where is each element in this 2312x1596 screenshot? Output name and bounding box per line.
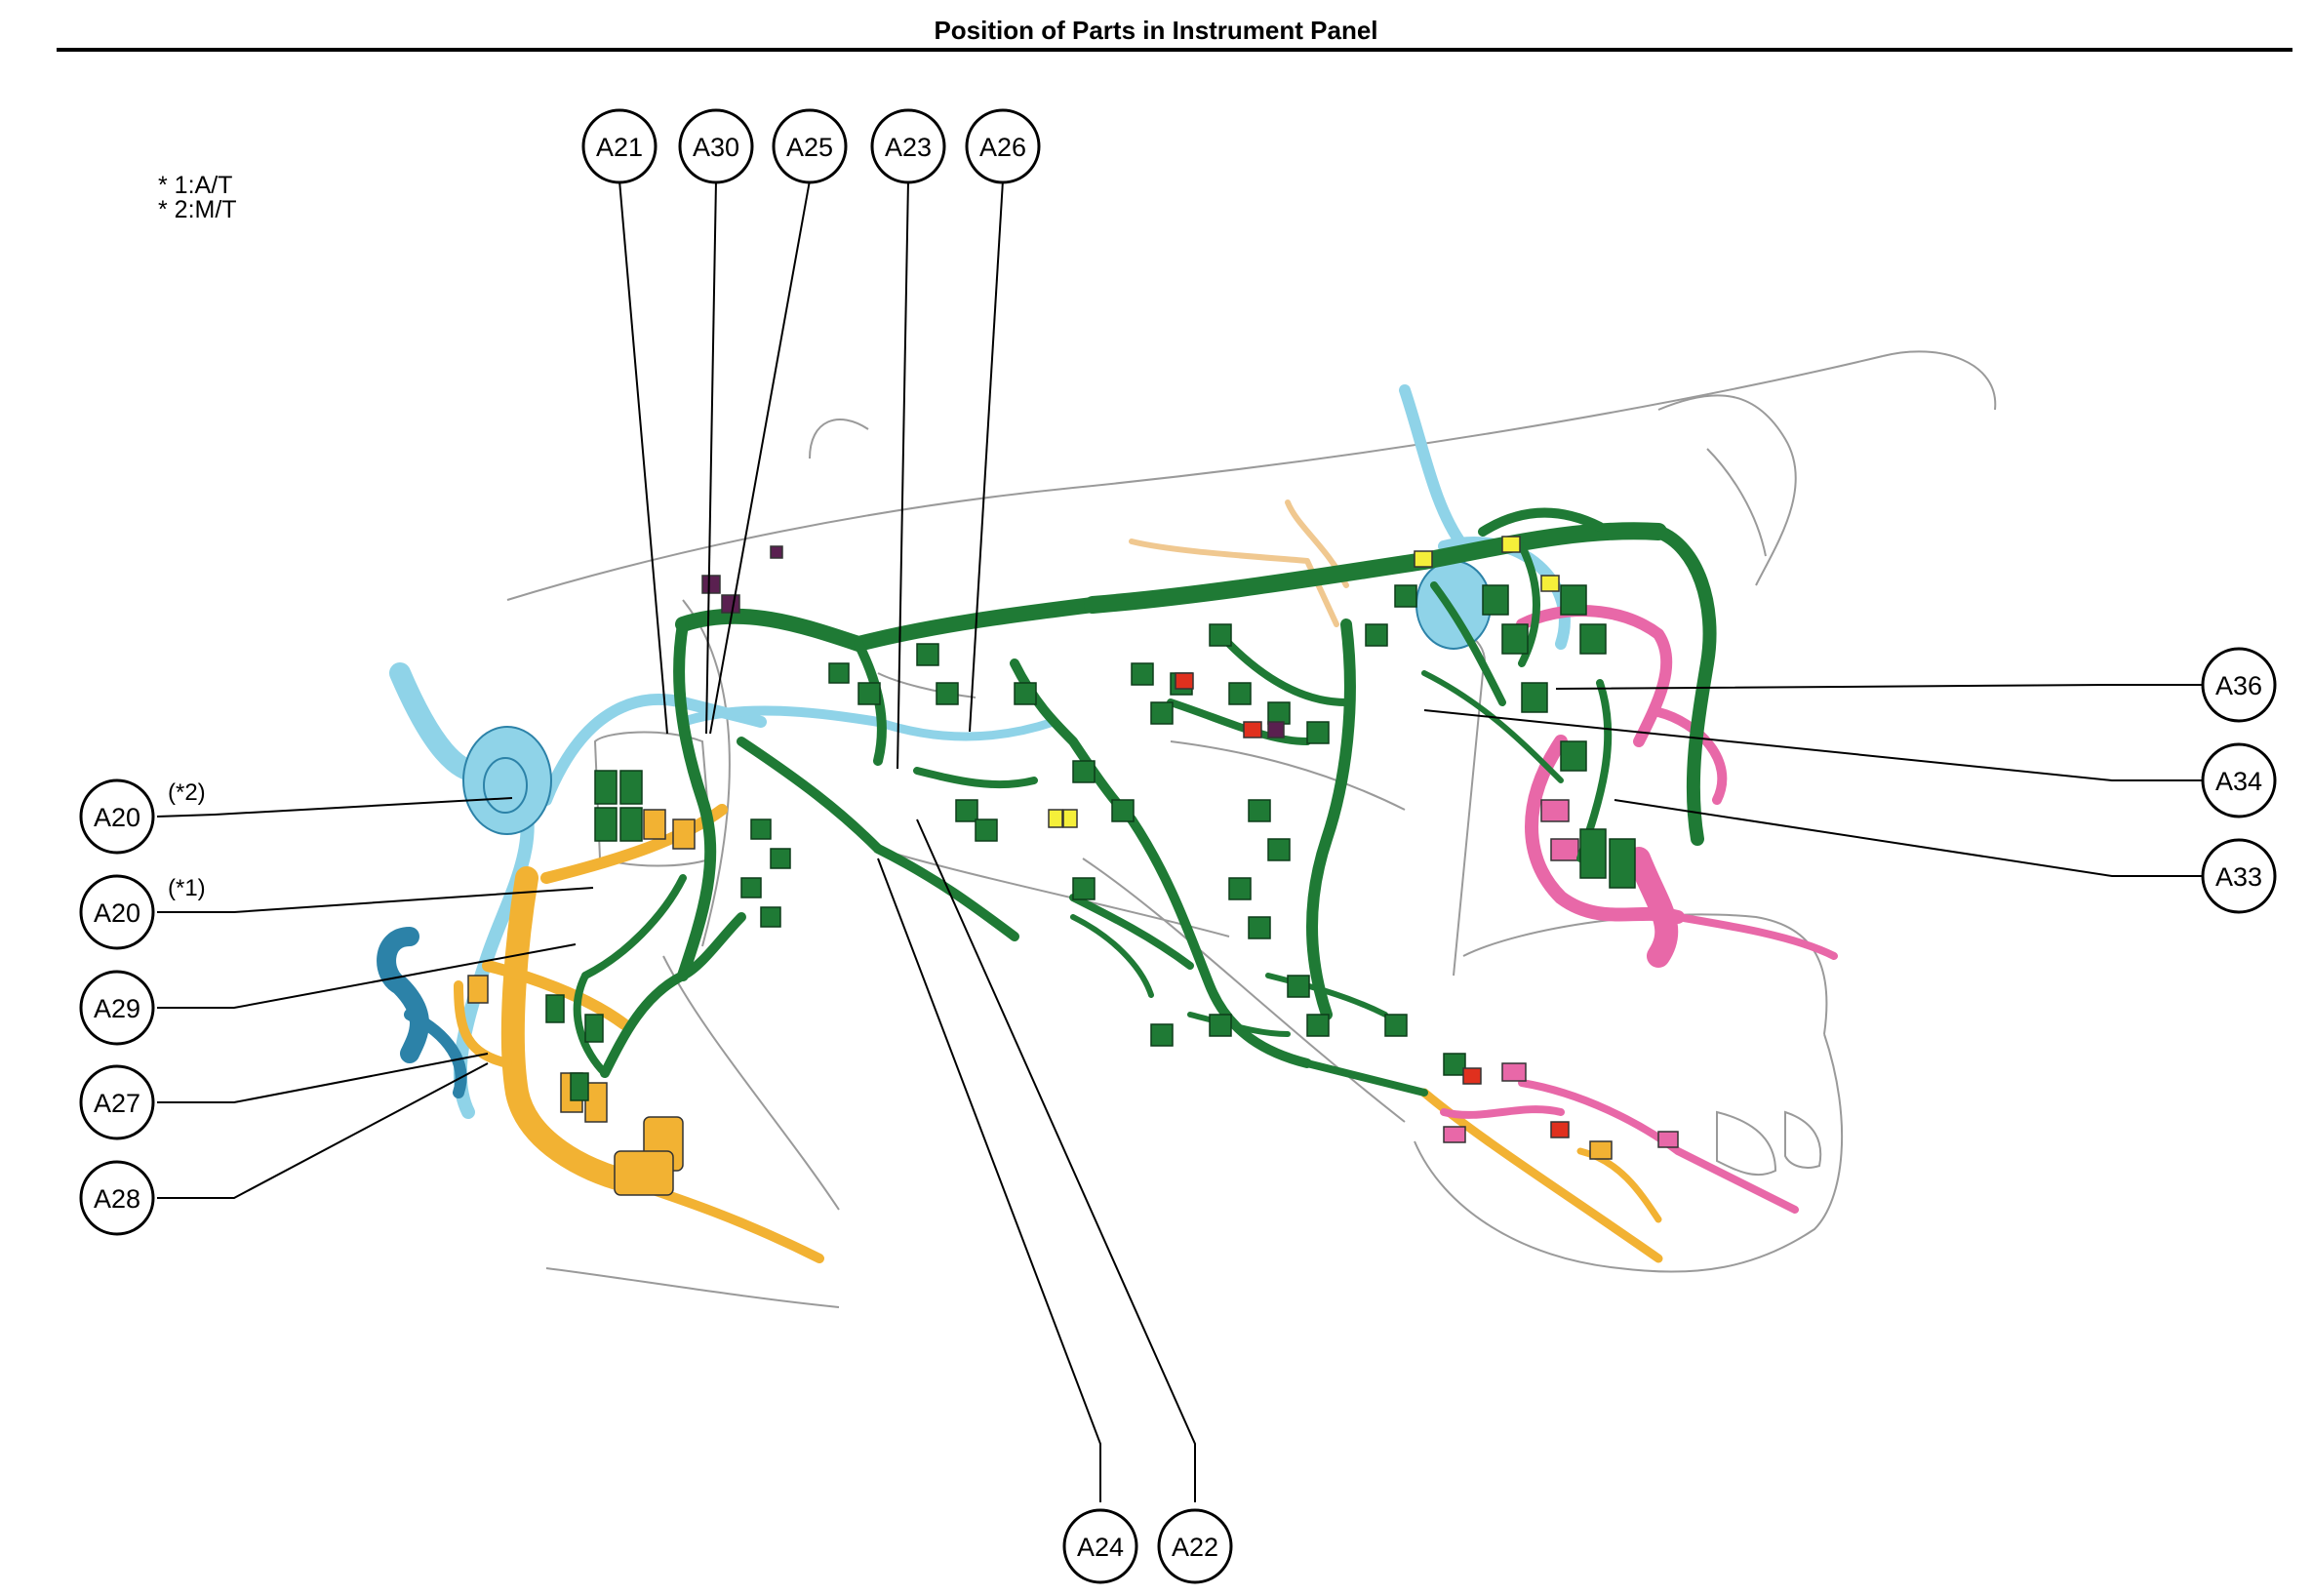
callout-a33: A33 [2201, 838, 2277, 914]
callout-a20-at: A20 (*1) [79, 874, 206, 950]
callout-a23: A23 [870, 108, 946, 184]
svg-text:A20: A20 [94, 898, 140, 928]
svg-text:A23: A23 [885, 133, 932, 162]
svg-text:A26: A26 [979, 133, 1026, 162]
callout-a34: A34 [2201, 742, 2277, 818]
callout-a27: A27 [79, 1064, 155, 1140]
callout-a24: A24 [1062, 1508, 1138, 1584]
note-mt-marker: (*2) [168, 779, 206, 806]
svg-text:A29: A29 [94, 994, 140, 1023]
callout-a28: A28 [79, 1160, 155, 1236]
purple-connectors [701, 545, 1285, 738]
svg-text:A28: A28 [94, 1184, 140, 1214]
callout-a36: A36 [2201, 647, 2277, 723]
callout-a30: A30 [678, 108, 754, 184]
green-connectors [545, 584, 1636, 1101]
callout-a25: A25 [772, 108, 848, 184]
callout-a21: A21 [581, 108, 658, 184]
svg-text:A33: A33 [2215, 862, 2262, 892]
svg-text:A20: A20 [94, 803, 140, 832]
yellow-connectors [1048, 536, 1560, 828]
callout-a26: A26 [965, 108, 1041, 184]
dashboard-outline [506, 350, 1997, 1308]
pink-connectors [1443, 799, 1679, 1148]
svg-text:A24: A24 [1077, 1533, 1124, 1562]
red-connectors [1175, 672, 1570, 1138]
callout-a29: A29 [79, 970, 155, 1046]
leader-lines [156, 180, 2205, 1502]
svg-text:A30: A30 [693, 133, 739, 162]
note-mt: * 2:M/T [158, 196, 237, 223]
callout-a20-mt: A20 (*2) [79, 778, 206, 855]
page-title: Position of Parts in Instrument Panel [934, 16, 1378, 45]
svg-text:A36: A36 [2215, 671, 2262, 700]
callout-a22: A22 [1157, 1508, 1233, 1584]
harness-green-main [573, 507, 1717, 1097]
svg-text:A27: A27 [94, 1089, 140, 1118]
svg-text:A22: A22 [1172, 1533, 1218, 1562]
svg-text:A25: A25 [786, 133, 833, 162]
svg-text:A21: A21 [596, 133, 643, 162]
note-at: * 1:A/T [158, 172, 233, 199]
orange-connectors [467, 809, 1613, 1196]
note-at-marker: (*1) [168, 875, 206, 901]
callouts: A21 A30 A25 A23 A26 A20 (*2) A20 (*1) [79, 108, 2277, 1584]
title-rule [57, 48, 2292, 52]
svg-text:A34: A34 [2215, 767, 2262, 796]
footnote-legend: * 1:A/T * 2:M/T [158, 174, 237, 222]
harness-dark-blue [377, 927, 467, 1098]
